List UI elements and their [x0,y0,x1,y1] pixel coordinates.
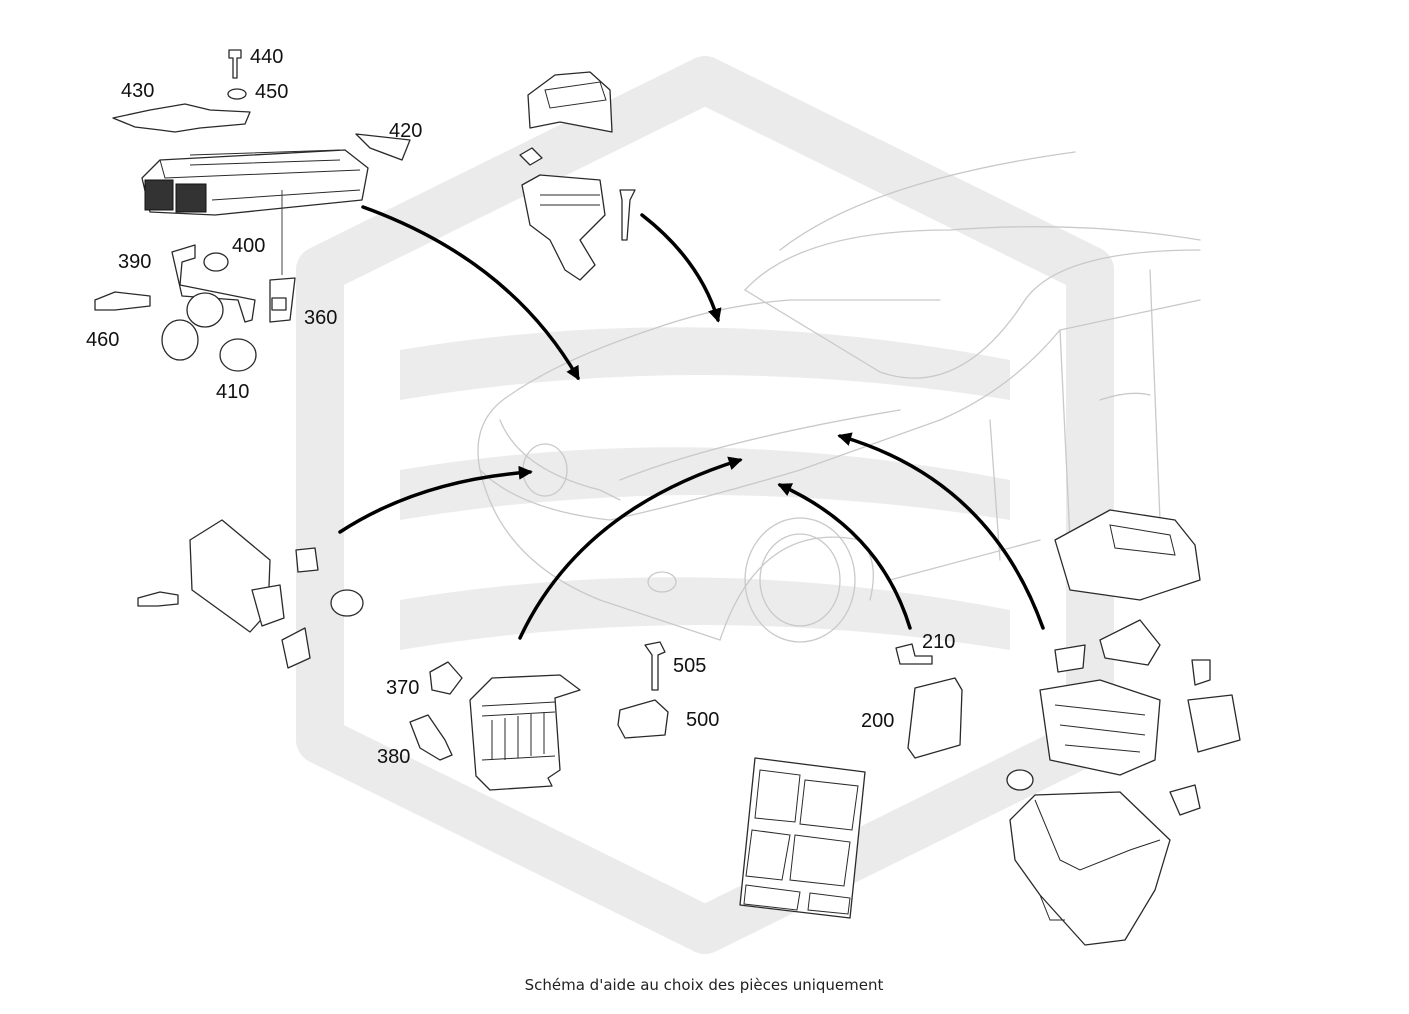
label-210: 210 [922,631,955,653]
diagram-caption: Schéma d'aide au choix des pièces unique… [525,976,884,994]
arrow-fusebox-to-car [837,432,1045,630]
fusebox-assembly [1006,509,1241,946]
watermark-logo [296,56,1114,954]
arrow-radar-to-grille [338,465,533,534]
arrow-engine-ecu-to-car [518,456,743,640]
label-410: 410 [216,381,249,403]
label-390: 390 [118,251,151,273]
radar-sensor [137,519,364,669]
car-outline [477,151,1201,643]
label-370: 370 [386,677,419,699]
label-400: 400 [232,235,265,257]
label-500: 500 [686,709,719,731]
parts-document-sheet [739,757,866,919]
arrow-ecu-to-hood [361,205,580,381]
arrow-sam-to-cowl [640,213,722,323]
label-200: 200 [861,710,894,732]
label-360: 360 [304,307,337,329]
pointer-arrows [338,205,1045,640]
part-labels: 440 450 430 420 400 390 360 460 410 370 … [86,46,955,768]
engine-ecu-group [409,641,669,791]
label-450: 450 [255,81,288,103]
label-430: 430 [121,80,154,102]
control-unit-assembly [94,49,411,372]
arrow-relay-to-car [777,483,912,630]
label-380: 380 [377,746,410,768]
sam-module [519,71,636,281]
label-505: 505 [673,655,706,677]
label-440: 440 [250,46,283,68]
label-420: 420 [389,120,422,142]
relay-group [895,643,963,759]
label-460: 460 [86,329,119,351]
